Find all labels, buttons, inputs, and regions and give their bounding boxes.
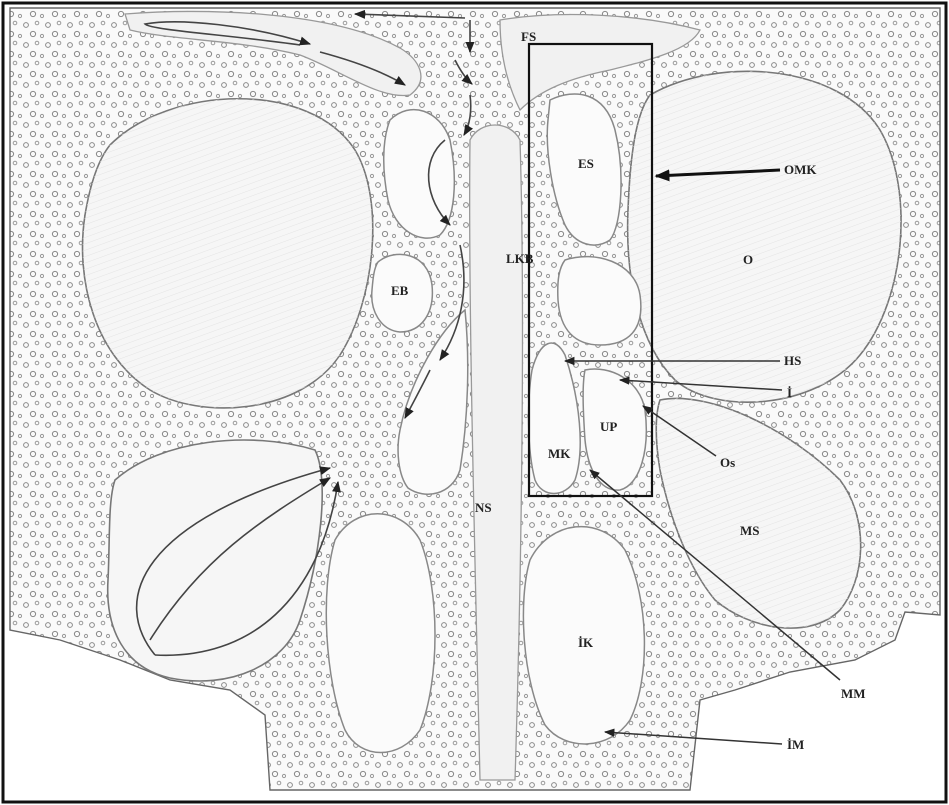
label-es: ES xyxy=(578,156,594,171)
left-inferior-turbinate xyxy=(326,514,435,753)
label-hs: HS xyxy=(784,353,801,368)
label-im: İM xyxy=(787,737,804,752)
label-ns: NS xyxy=(475,500,492,515)
label-i: İ xyxy=(787,385,792,400)
label-o: O xyxy=(743,252,753,267)
label-up: UP xyxy=(600,419,617,434)
label-eb: EB xyxy=(391,283,409,298)
label-omk: OMK xyxy=(784,162,817,177)
label-mm: MM xyxy=(841,686,866,701)
label-mk: MK xyxy=(548,446,571,461)
label-ik: İK xyxy=(578,635,594,650)
label-os: Os xyxy=(720,455,735,470)
label-lkb: LKB xyxy=(506,251,534,266)
label-fs: FS xyxy=(521,29,536,44)
nasal-septum-shape xyxy=(470,125,523,780)
label-ms: MS xyxy=(740,523,760,538)
